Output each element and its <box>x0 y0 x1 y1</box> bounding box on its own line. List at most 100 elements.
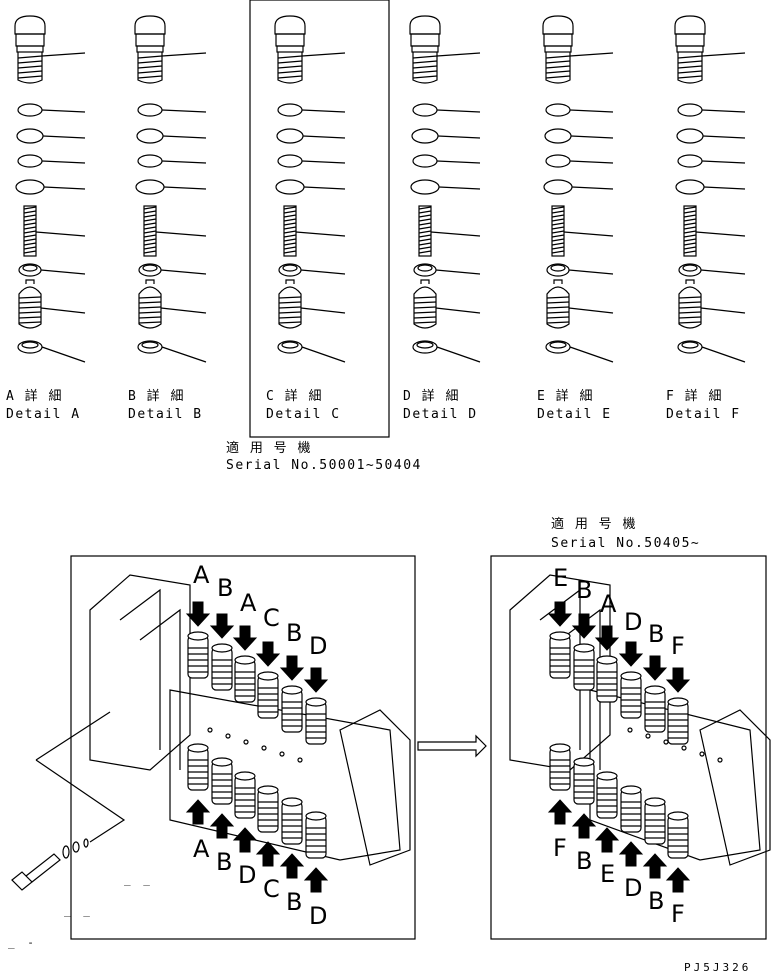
port-hole <box>645 733 651 739</box>
spring-coil <box>418 242 432 246</box>
plug-top <box>573 757 595 767</box>
leader-line <box>162 135 207 139</box>
leader-line <box>436 160 481 164</box>
plug-cap <box>542 15 574 35</box>
spring-coil <box>418 206 432 210</box>
left-top-plug-3 <box>232 625 258 703</box>
spring-coil <box>551 226 565 230</box>
spring-coil <box>283 226 297 230</box>
plug-thread <box>412 60 438 64</box>
leader-line <box>161 346 207 363</box>
right-bottom-letter-3: E <box>600 860 616 888</box>
plug-hex <box>135 33 165 47</box>
poppet-groove <box>18 321 42 324</box>
right-view-frame <box>490 555 767 940</box>
leader-line <box>41 160 86 164</box>
spring-coil <box>551 218 565 222</box>
o-ring <box>137 103 163 117</box>
valve-section-line <box>119 588 181 770</box>
bolt-head <box>11 871 33 891</box>
port-hole <box>225 733 231 739</box>
poppet-groove <box>138 301 162 304</box>
direction-arrow <box>255 841 281 867</box>
plug-top <box>257 671 279 681</box>
leader-line <box>295 231 346 237</box>
plug-top <box>549 631 571 641</box>
spring-coil <box>143 214 157 218</box>
leader-line <box>701 346 746 363</box>
leader-line <box>568 307 614 314</box>
poppet-groove <box>18 316 42 319</box>
leader-line <box>569 109 614 113</box>
right-top-plug-5 <box>642 655 668 733</box>
detail-column-b <box>134 15 207 363</box>
plug-thread <box>677 75 703 79</box>
poppet-groove <box>413 306 437 309</box>
plug-hex <box>15 33 45 47</box>
poppet <box>18 279 42 329</box>
direction-arrow <box>571 813 597 839</box>
right-bottom-plug-5 <box>642 797 668 879</box>
spring-coil <box>418 222 432 226</box>
plug-thread <box>677 55 703 59</box>
poppet-groove <box>678 311 702 314</box>
seat-ring-inner <box>682 264 698 272</box>
right-bottom-plug-2 <box>571 757 597 839</box>
direction-arrow <box>594 625 620 651</box>
bolt-mark-1: _ _ <box>124 873 153 886</box>
left-bottom-plug-1 <box>185 743 211 825</box>
plug-top <box>305 697 327 707</box>
spring-coil <box>143 206 157 210</box>
poppet-groove <box>413 311 437 314</box>
spring-coil <box>418 246 432 250</box>
seat-ring <box>278 263 302 277</box>
spring-coil <box>23 242 37 246</box>
spring-coil <box>551 238 565 242</box>
poppet-groove <box>678 321 702 324</box>
left-top-plug-4 <box>255 641 281 719</box>
right-top-plug-4 <box>618 641 644 719</box>
right-bottom-letter-1: F <box>553 834 567 862</box>
bolt-mark-3: _ - <box>8 936 37 949</box>
direction-arrow <box>594 827 620 853</box>
spring-coil <box>283 222 297 226</box>
spring-coil <box>683 230 697 234</box>
right-bottom-plug-3 <box>594 771 620 853</box>
o-ring <box>545 154 571 168</box>
plug-thread <box>277 60 303 64</box>
right-bottom-plug-4 <box>618 785 644 867</box>
spring-coil <box>23 250 37 254</box>
plug-hex <box>543 33 573 47</box>
spring-coil <box>283 214 297 218</box>
port-hole <box>297 757 303 763</box>
right-top-plug-1 <box>547 601 573 679</box>
right-top-letter-6: F <box>671 632 685 660</box>
spring-coil <box>143 246 157 250</box>
spring-coil <box>683 210 697 214</box>
plug-top <box>187 631 209 641</box>
leader-line <box>42 135 86 139</box>
spring-coil <box>418 238 432 242</box>
direction-arrow <box>232 625 258 651</box>
spring-coil <box>143 210 157 214</box>
seat-ring <box>413 263 437 277</box>
port-hole <box>717 757 723 763</box>
right-bottom-letter-5: B <box>648 887 665 915</box>
spring-coil <box>23 226 37 230</box>
poppet-groove <box>138 306 162 309</box>
spring-coil <box>143 230 157 234</box>
spring-coil <box>23 230 37 234</box>
detail-column-f <box>674 15 746 363</box>
serial-left-text: Serial No.50001~50404 <box>226 458 422 473</box>
seat-ring <box>678 263 702 277</box>
plug-thread <box>677 65 703 69</box>
port-hole <box>243 739 249 745</box>
plug-thread <box>545 60 571 64</box>
poppet-groove <box>546 296 570 299</box>
detail-column-a <box>14 15 86 363</box>
plug-thread <box>137 65 163 69</box>
leader-line <box>301 52 346 57</box>
detail-column-d <box>409 15 481 363</box>
left-bottom-plug-3 <box>232 771 258 853</box>
poppet <box>138 279 162 329</box>
